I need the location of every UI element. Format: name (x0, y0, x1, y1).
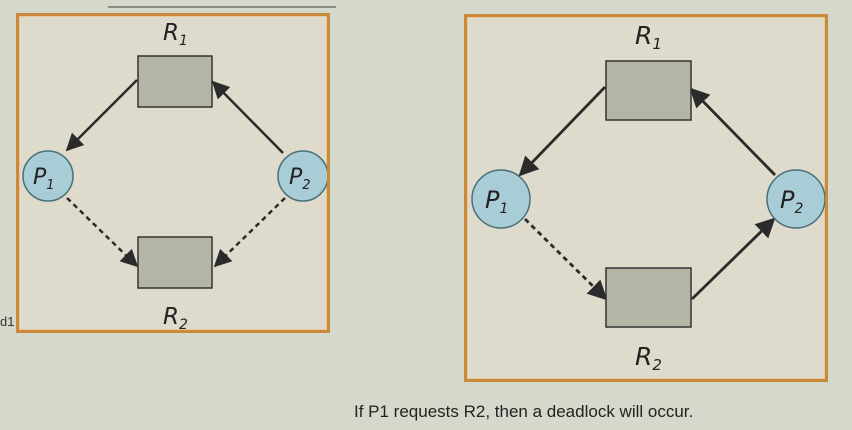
side-cutoff-text: d1 (0, 314, 15, 329)
label-r2: R2 (635, 342, 662, 374)
label-p1: P1 (485, 186, 508, 217)
label-p2: P2 (289, 165, 311, 193)
edge-r1-to-p1 (65, 79, 138, 152)
resource-allocation-graph-left: R1 R2 P1 P2 (16, 13, 330, 333)
resource-r2-box (137, 236, 213, 289)
claim-edge-p1-to-r2 (524, 218, 608, 301)
resource-r2-box (605, 267, 692, 328)
claim-edge-p1-to-r2 (66, 197, 139, 268)
resource-allocation-graph-right: R1 R2 P1 P2 (464, 14, 828, 382)
process-p1-node (22, 150, 74, 202)
label-r1: R1 (163, 20, 188, 49)
top-cutoff-line (108, 0, 336, 8)
process-p2-node (766, 169, 825, 229)
graph-left-svg: R1 R2 P1 P2 (22, 20, 327, 330)
edge-p2-to-r1 (211, 80, 284, 154)
deadlock-caption: If P1 requests R2, then a deadlock will … (354, 402, 694, 421)
resource-r1-box (605, 60, 692, 121)
edge-r2-to-p2 (691, 217, 776, 301)
label-p1: P1 (33, 165, 55, 193)
graph-right-svg: R1 R2 P1 P2 (471, 21, 825, 374)
label-r1: R1 (635, 21, 662, 53)
process-p2-node (277, 150, 327, 202)
resource-r1-box (137, 55, 213, 108)
edge-p2-to-r1 (689, 87, 777, 176)
label-p2: P2 (780, 186, 803, 217)
process-p1-node (471, 169, 531, 229)
edge-r1-to-p1 (518, 86, 607, 177)
label-r2: R2 (163, 304, 188, 330)
claim-edge-p2-to-r2 (213, 197, 286, 268)
